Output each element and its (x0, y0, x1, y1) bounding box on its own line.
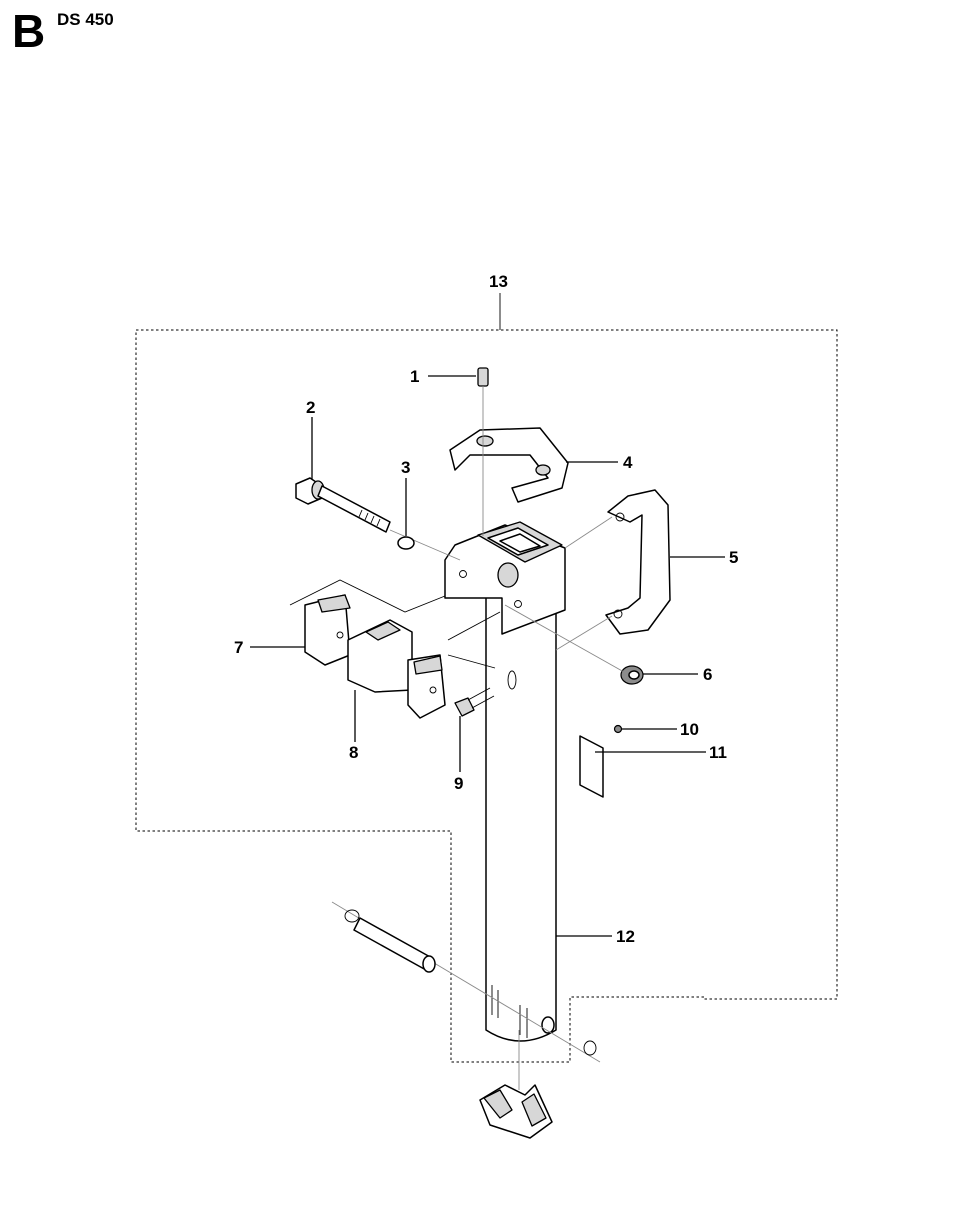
part-pin-assembly (331, 901, 601, 1063)
part-bolt-2 (295, 477, 461, 561)
callout-9: 9 (454, 774, 463, 793)
part-handle (555, 489, 671, 651)
part-decal (579, 724, 623, 798)
part-screw-1 (477, 367, 489, 536)
part-screw-9 (454, 670, 517, 717)
callout-12: 12 (616, 927, 635, 946)
callout-3: 3 (401, 458, 410, 477)
part-main-tube (485, 564, 612, 1042)
part-nut-6 (504, 604, 644, 685)
callout-11: 11 (709, 743, 727, 762)
callout-7: 7 (234, 638, 243, 657)
kit-boundary (135, 329, 838, 1063)
part-washer-3 (397, 536, 415, 550)
callout-2: 2 (306, 398, 315, 417)
part-bracket (444, 521, 566, 635)
callout-5: 5 (729, 548, 738, 567)
part-base-bracket (479, 1030, 553, 1139)
callout-1: 1 (410, 367, 419, 386)
model-name: DS 450 (57, 10, 114, 29)
callout-8: 8 (349, 743, 358, 762)
section-letter: B (12, 5, 46, 57)
part-clamp-7 (289, 579, 446, 666)
part-cover (449, 427, 569, 503)
callout-6: 6 (703, 665, 712, 684)
part-clamp-8 (347, 611, 501, 719)
callout-4: 4 (623, 453, 633, 472)
callout-13: 13 (489, 272, 508, 291)
callout-10: 10 (680, 720, 699, 739)
